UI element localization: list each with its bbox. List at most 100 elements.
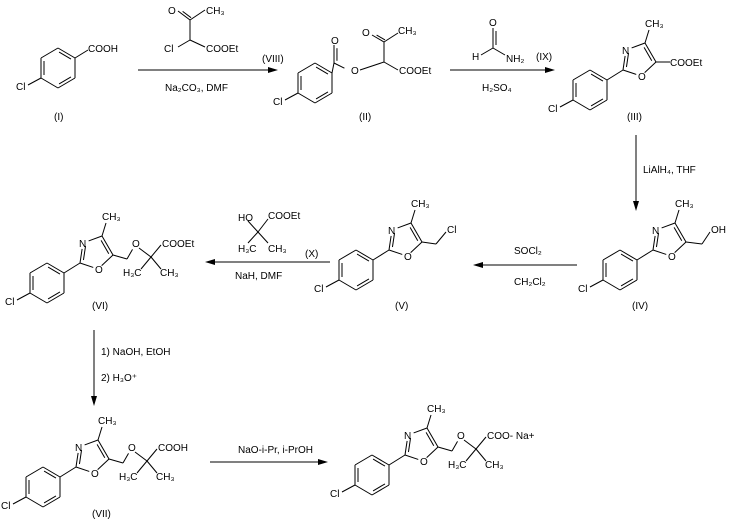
bond [355, 279, 374, 291]
bond [589, 69, 608, 81]
methyl-label: H₃C [448, 460, 467, 471]
bond [652, 235, 656, 251]
bond [559, 99, 574, 108]
bond [655, 232, 660, 248]
chloro-label: Cl [330, 489, 339, 500]
bond [644, 61, 657, 73]
bond [644, 29, 650, 44]
bond [47, 266, 61, 275]
carbonyl-oxygen: O [362, 28, 370, 39]
methyl-label: CH₃ [675, 199, 694, 210]
bond [388, 249, 403, 255]
carboxyl-group: COOH [158, 443, 188, 454]
bond [391, 232, 396, 248]
conditions-step6-1: 1) NaOH, EtOH [101, 347, 170, 358]
methyl-label: CH₃ [102, 212, 121, 223]
bond [636, 249, 654, 261]
bond [606, 69, 624, 81]
bond [247, 231, 259, 244]
arrow-II-to-III [450, 67, 555, 73]
bond [371, 454, 390, 466]
bond [674, 241, 687, 253]
methyl-label: CH₃ [411, 199, 430, 210]
bond [177, 10, 191, 21]
bond [59, 466, 77, 478]
hydroxyl-label: OH [711, 225, 726, 236]
ring-oxygen: O [668, 252, 676, 263]
bond [620, 278, 634, 287]
methyl-label: CH₃ [398, 26, 417, 37]
bond [75, 452, 79, 468]
hydrogen-label: H [472, 52, 479, 63]
bond [463, 439, 477, 450]
conditions-step1: Na₂CO₃, DMF [165, 83, 228, 94]
bond [177, 39, 191, 48]
bond [354, 484, 373, 496]
ether-oxygen: O [132, 239, 140, 250]
reagent-label-X: (X) [305, 249, 318, 260]
ring-oxygen: O [91, 469, 99, 480]
compound-label-III: (III) [627, 112, 642, 123]
carbonyl-oxygen: O [168, 6, 176, 17]
arrow-VII-to-final [210, 459, 328, 465]
compound-label-V: (V) [395, 301, 408, 312]
arrow-IV-to-V [473, 262, 577, 268]
bond [625, 52, 630, 68]
bond [315, 66, 329, 75]
bond [150, 256, 162, 270]
bond [314, 92, 333, 104]
bond [410, 209, 416, 224]
bond [356, 253, 370, 262]
bond [602, 249, 621, 261]
bond [413, 427, 428, 434]
methyl-label: CH₃ [485, 460, 504, 471]
bond [29, 292, 48, 304]
bond [57, 77, 76, 89]
bond [701, 231, 711, 245]
chloro-label: Cl [273, 97, 282, 108]
bond [388, 235, 392, 251]
chloro-label: Cl [314, 284, 323, 295]
ether-oxygen: O [457, 431, 465, 442]
bond [29, 262, 48, 274]
bond [404, 454, 419, 460]
methyl-label: CH₃ [98, 416, 117, 427]
bond [407, 437, 412, 453]
bond [589, 279, 604, 288]
bond [426, 446, 439, 458]
methyl-label: CH₃ [156, 472, 175, 483]
arrow-VI-to-VII [91, 330, 97, 406]
bond [297, 62, 316, 74]
carbonyl-oxygen: O [331, 36, 339, 47]
ether-oxygen: O [128, 443, 136, 454]
bond [354, 454, 373, 466]
chloro-label: Cl [5, 297, 14, 308]
chloro-label: Cl [578, 284, 587, 295]
bond [88, 235, 103, 242]
methyl-label: CH₃ [160, 268, 179, 279]
bond [57, 47, 76, 59]
bond [572, 99, 591, 111]
bond [101, 254, 114, 266]
ester-group: COOEt [399, 66, 431, 77]
bond [631, 42, 646, 49]
bond [644, 42, 657, 63]
methyl-label: CH₃ [206, 6, 225, 17]
bond [134, 451, 148, 462]
bond [425, 432, 435, 446]
chloro-label: Cl [548, 104, 557, 115]
ring-nitrogen: N [388, 226, 395, 237]
compound-label-VII: (VII) [92, 509, 111, 519]
chloro-label: Cl [16, 82, 25, 93]
reagent-label-VIII: (VIII) [262, 54, 284, 65]
bond [46, 292, 65, 304]
bond [136, 460, 148, 474]
bond [97, 426, 103, 441]
conditions-step2: H₂SO₄ [482, 83, 512, 94]
bond [372, 249, 390, 261]
methyl-label: CH₃ [645, 19, 664, 30]
bond [182, 10, 192, 19]
bond [47, 291, 61, 300]
